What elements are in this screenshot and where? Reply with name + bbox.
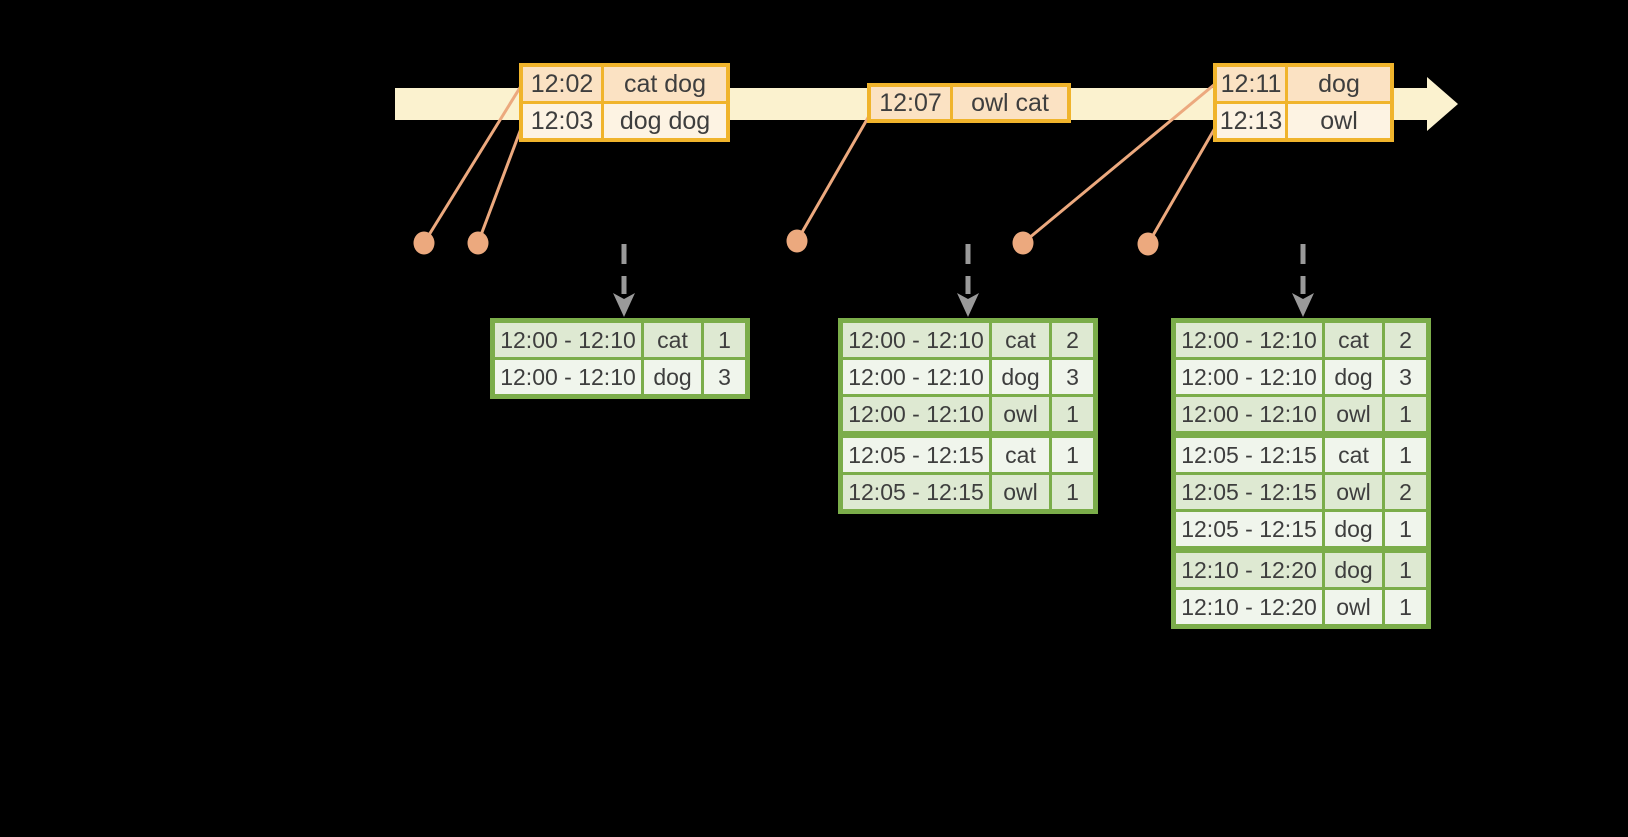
table-row: 12:10 - 12:20 owl 1 xyxy=(1176,590,1426,624)
result-table-3: 12:00 - 12:10 cat 2 12:00 - 12:10 dog 3 … xyxy=(1171,318,1431,629)
event-dot xyxy=(786,229,808,253)
window-cell: 12:00 - 12:10 xyxy=(843,360,989,394)
window-cell: 12:10 - 12:20 xyxy=(1176,590,1322,624)
event-time: 12:13 xyxy=(1217,104,1288,138)
result-table-1: 12:00 - 12:10 cat 1 12:00 - 12:10 dog 3 xyxy=(490,318,750,399)
word-cell: dog xyxy=(992,360,1049,394)
input-batch-1: 12:02 cat dog 12:03 dog dog xyxy=(519,63,730,142)
event-connector-line xyxy=(476,125,524,244)
count-cell: 1 xyxy=(1052,475,1093,509)
table-row: 12:05 - 12:15 cat 1 xyxy=(1176,438,1426,472)
word-cell: cat xyxy=(1325,323,1382,357)
event-words: cat dog xyxy=(604,67,726,101)
event-words: owl xyxy=(1288,104,1390,138)
word-cell: owl xyxy=(1325,590,1382,624)
event-time: 12:03 xyxy=(523,104,604,138)
window-cell: 12:05 - 12:15 xyxy=(1176,475,1322,509)
trigger-arrow-icon xyxy=(1292,244,1314,317)
word-cell: owl xyxy=(992,475,1049,509)
table-row: 12:05 - 12:15 owl 1 xyxy=(843,475,1093,509)
input-record: 12:03 dog dog xyxy=(523,101,726,138)
window-cell: 12:00 - 12:10 xyxy=(1176,323,1322,357)
window-cell: 12:00 - 12:10 xyxy=(495,360,641,394)
window-cell: 12:00 - 12:10 xyxy=(1176,397,1322,431)
word-cell: cat xyxy=(1325,438,1382,472)
window-cell: 12:05 - 12:15 xyxy=(843,475,989,509)
window-cell: 12:00 - 12:10 xyxy=(1176,360,1322,394)
input-record: 12:07 owl cat xyxy=(871,87,1067,119)
input-record: 12:02 cat dog xyxy=(523,67,726,101)
count-cell: 1 xyxy=(1385,438,1426,472)
window-cell: 12:10 - 12:20 xyxy=(1176,553,1322,587)
event-dot xyxy=(1137,232,1159,256)
event-dot xyxy=(1012,231,1034,255)
window-cell: 12:00 - 12:10 xyxy=(495,323,641,357)
trigger-arrows xyxy=(613,244,1314,317)
count-cell: 3 xyxy=(1052,360,1093,394)
event-connector-line xyxy=(795,115,871,242)
event-words: owl cat xyxy=(953,87,1067,119)
count-cell: 3 xyxy=(1385,360,1426,394)
event-dot xyxy=(413,231,435,255)
event-connector-line xyxy=(1146,127,1217,245)
word-cell: dog xyxy=(1325,360,1382,394)
table-row: 12:05 - 12:15 dog 1 xyxy=(1176,512,1426,546)
input-record: 12:13 owl xyxy=(1217,101,1390,138)
event-connector-line xyxy=(422,85,523,244)
table-row: 12:00 - 12:10 owl 1 xyxy=(843,397,1093,431)
word-cell: cat xyxy=(992,323,1049,357)
word-cell: cat xyxy=(644,323,701,357)
window-cell: 12:00 - 12:10 xyxy=(843,397,989,431)
count-cell: 2 xyxy=(1385,323,1426,357)
word-cell: owl xyxy=(1325,475,1382,509)
count-cell: 1 xyxy=(1385,553,1426,587)
word-cell: dog xyxy=(1325,553,1382,587)
count-cell: 1 xyxy=(704,323,745,357)
event-marker-dots xyxy=(413,229,1159,256)
table-row: 12:05 - 12:15 cat 1 xyxy=(843,438,1093,472)
count-cell: 1 xyxy=(1385,397,1426,431)
table-row: 12:00 - 12:10 owl 1 xyxy=(1176,397,1426,431)
table-row: 12:00 - 12:10 dog 3 xyxy=(843,360,1093,394)
word-cell: cat xyxy=(992,438,1049,472)
input-record: 12:11 dog xyxy=(1217,67,1390,101)
word-cell: owl xyxy=(1325,397,1382,431)
trigger-arrow-icon xyxy=(957,244,979,317)
count-cell: 1 xyxy=(1052,438,1093,472)
event-time: 12:11 xyxy=(1217,67,1288,101)
event-connector-line xyxy=(1022,82,1216,245)
event-time: 12:02 xyxy=(523,67,604,101)
table-row: 12:05 - 12:15 owl 2 xyxy=(1176,475,1426,509)
count-cell: 2 xyxy=(1385,475,1426,509)
window-cell: 12:00 - 12:10 xyxy=(843,323,989,357)
table-row: 12:00 - 12:10 cat 2 xyxy=(1176,323,1426,357)
event-time: 12:07 xyxy=(871,87,953,119)
count-cell: 1 xyxy=(1385,590,1426,624)
word-cell: dog xyxy=(644,360,701,394)
table-row: 12:00 - 12:10 dog 3 xyxy=(495,360,745,394)
table-row: 12:00 - 12:10 dog 3 xyxy=(1176,360,1426,394)
table-row: 12:00 - 12:10 cat 1 xyxy=(495,323,745,357)
trigger-arrow-icon xyxy=(613,244,635,317)
event-dot xyxy=(467,231,489,255)
table-row: 12:10 - 12:20 dog 1 xyxy=(1176,553,1426,587)
event-connector-lines xyxy=(422,82,1217,245)
event-words: dog xyxy=(1288,67,1390,101)
word-cell: dog xyxy=(1325,512,1382,546)
window-cell: 12:05 - 12:15 xyxy=(843,438,989,472)
count-cell: 1 xyxy=(1385,512,1426,546)
result-table-2: 12:00 - 12:10 cat 2 12:00 - 12:10 dog 3 … xyxy=(838,318,1098,514)
count-cell: 2 xyxy=(1052,323,1093,357)
count-cell: 3 xyxy=(704,360,745,394)
input-batch-3: 12:11 dog 12:13 owl xyxy=(1213,63,1394,142)
input-batch-2: 12:07 owl cat xyxy=(867,83,1071,123)
word-cell: owl xyxy=(992,397,1049,431)
window-cell: 12:05 - 12:15 xyxy=(1176,438,1322,472)
count-cell: 1 xyxy=(1052,397,1093,431)
table-row: 12:00 - 12:10 cat 2 xyxy=(843,323,1093,357)
window-cell: 12:05 - 12:15 xyxy=(1176,512,1322,546)
event-words: dog dog xyxy=(604,104,726,138)
